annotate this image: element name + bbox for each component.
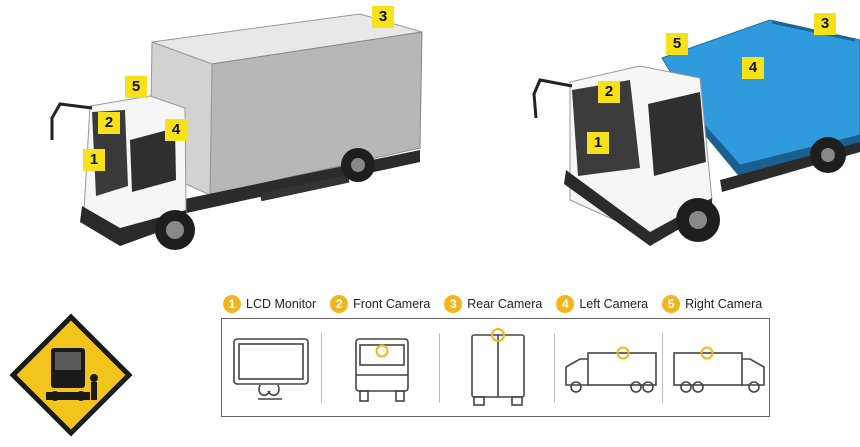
left-truck-tag-5: 5 [125, 76, 147, 98]
divider [662, 333, 663, 403]
lcd-monitor-icon [233, 338, 309, 400]
right-truck-tag-2: 2 [598, 81, 620, 103]
right-truck-tag-4: 4 [742, 57, 764, 79]
warning-sign-icon [9, 313, 133, 437]
camera-legend: 1 LCD Monitor 2 Front Camera 3 Rear Came… [223, 292, 783, 316]
left-truck-tag-2: 2 [98, 112, 120, 134]
divider [439, 333, 440, 403]
legend-item-lcd-monitor: 1 LCD Monitor [223, 295, 316, 313]
divider [321, 333, 322, 403]
right-side-truck-icon [673, 346, 765, 393]
left-truck-tag-1: 1 [83, 149, 105, 171]
legend-item-rear-camera: 3 Rear Camera [444, 295, 542, 313]
divider [554, 333, 555, 403]
right-truck-tag-3: 3 [814, 13, 836, 35]
legend-number-badge: 2 [330, 295, 349, 313]
legend-item-left-camera: 4 Left Camera [556, 295, 648, 313]
legend-label: Right Camera [685, 297, 763, 311]
legend-number-badge: 4 [556, 295, 575, 313]
front-view-truck-icon [355, 338, 409, 402]
legend-label: Rear Camera [467, 297, 543, 311]
left-truck-tag-3: 3 [372, 6, 394, 28]
legend-label: Left Camera [579, 297, 649, 311]
left-truck-tag-4: 4 [165, 119, 187, 141]
legend-label: LCD Monitor [246, 297, 317, 311]
legend-number-badge: 5 [662, 295, 681, 313]
right-truck-tag-1: 1 [587, 132, 609, 154]
camera-diagram-panel [221, 318, 770, 417]
left-side-truck-icon [565, 346, 657, 393]
legend-item-right-camera: 5 Right Camera [662, 295, 762, 313]
legend-number-badge: 1 [223, 295, 241, 313]
legend-label: Front Camera [353, 297, 431, 311]
legend-number-badge: 3 [444, 295, 463, 313]
right-truck-tag-5: 5 [666, 33, 688, 55]
garbage-truck [532, 19, 860, 246]
rear-view-truck-icon [471, 328, 525, 406]
legend-item-front-camera: 2 Front Camera [330, 295, 430, 313]
